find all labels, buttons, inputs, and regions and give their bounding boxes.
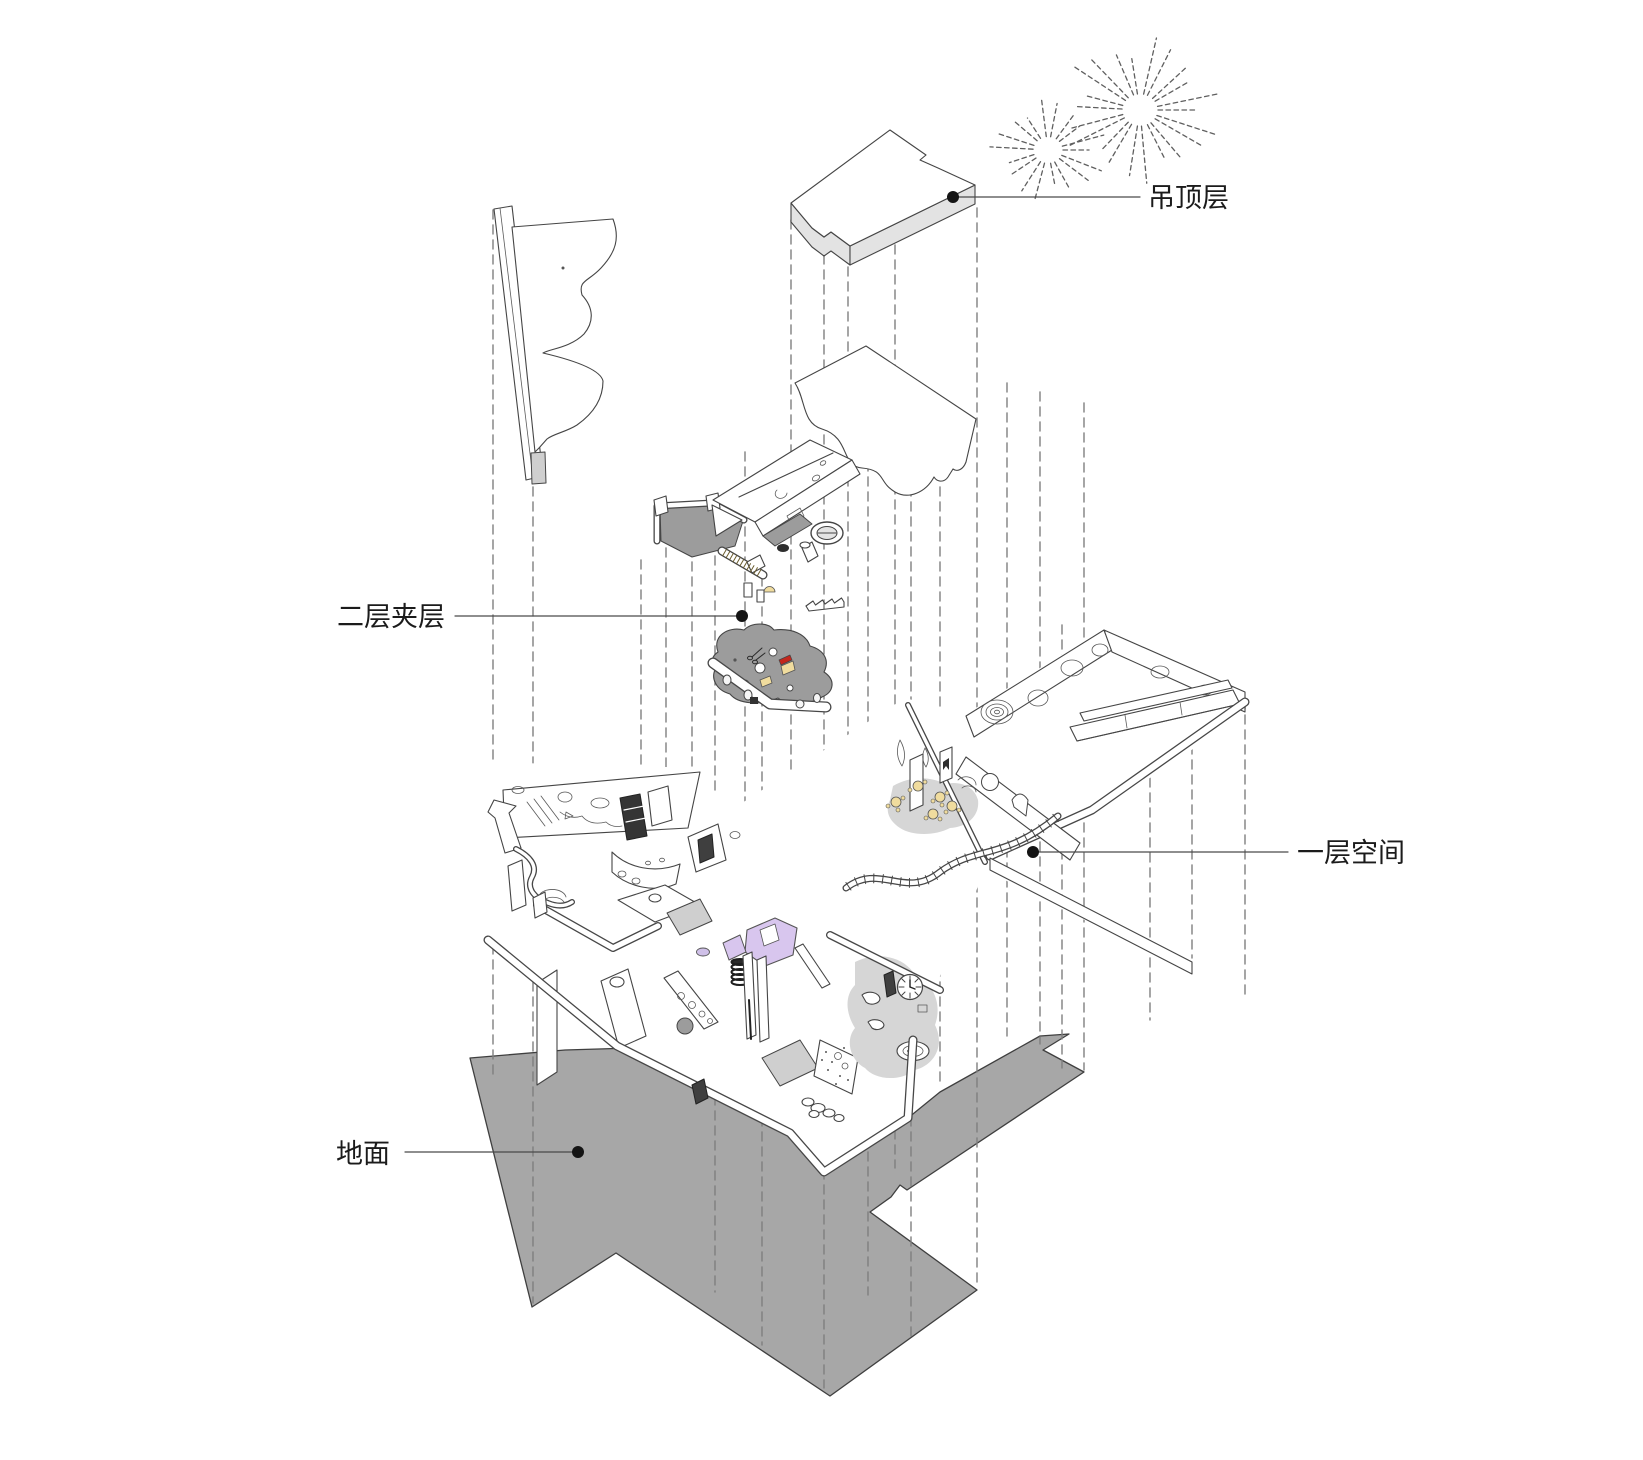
- bottom-center-rooms: [600, 968, 859, 1123]
- stairs: [805, 597, 845, 612]
- dark-shelf: [619, 793, 648, 841]
- door: [691, 1078, 709, 1105]
- amoeba-floor: [711, 623, 833, 705]
- tall-wall: [536, 969, 558, 1086]
- mezzanine-label: 二层夹层: [337, 602, 445, 632]
- mezzanine-drawing: [653, 345, 977, 713]
- wall-spur: [989, 857, 1193, 975]
- spiral-decor: [980, 643, 1109, 725]
- first-floor-drawing: [483, 628, 1250, 1177]
- cren-path-ticks: [845, 813, 1060, 891]
- ceiling-slab: [790, 129, 976, 266]
- left-wing: [487, 771, 741, 1086]
- table-set: [930, 790, 950, 808]
- lavender-pod: [696, 947, 710, 957]
- callout-ceiling: 吊顶层: [947, 183, 1229, 213]
- right-wing-cafe: [842, 629, 1250, 975]
- ground-label: 地面: [336, 1139, 390, 1169]
- dark-box: [750, 697, 758, 704]
- callout-first-floor: 一层空间: [1027, 838, 1405, 868]
- arrow-sculpture: [487, 799, 522, 854]
- leaf-decor: [897, 739, 977, 793]
- funnel-slide: [799, 541, 819, 563]
- ground-leader-dot: [572, 1146, 584, 1158]
- mezzanine-canopy: [794, 345, 977, 496]
- curved-counter: [611, 851, 681, 889]
- lower-left-parapet: [534, 902, 661, 951]
- door: [697, 833, 715, 864]
- callouts: 吊顶层 二层夹层 一层空间 地面: [336, 183, 1405, 1169]
- porthole-parapet: [708, 658, 831, 712]
- mezzanine-leader-dot: [736, 610, 748, 622]
- first-floor-footprint: [486, 628, 1245, 1173]
- fireworks-decoration: [989, 37, 1221, 202]
- clock-icon: [896, 973, 924, 1001]
- table-set: [943, 800, 962, 815]
- tall-pillar: [742, 951, 757, 1040]
- door: [883, 970, 897, 998]
- confetti-wall: [813, 1039, 859, 1095]
- bench: [1069, 679, 1241, 742]
- first-floor-label: 一层空间: [1297, 838, 1405, 868]
- first-floor-leader-dot: [1027, 846, 1039, 858]
- callout-ground: 地面: [336, 1139, 584, 1169]
- terrace-triangle-plate: [711, 504, 743, 537]
- ceiling-leader-dot: [947, 191, 959, 203]
- hole-wall: [663, 970, 719, 1030]
- central-zone: [696, 917, 831, 1043]
- dark-pod: [777, 544, 789, 552]
- pebble-seats: [801, 1097, 845, 1123]
- gray-ramp-plate: [666, 898, 713, 936]
- gray-disc: [676, 1017, 694, 1035]
- yellow-box: [759, 675, 773, 688]
- scissors-icon: [747, 647, 766, 665]
- ceiling-top-face: [790, 129, 976, 247]
- table-set: [907, 779, 928, 793]
- red-bench: [778, 654, 793, 666]
- wavy-facade-panel: [493, 205, 617, 485]
- bridge-path-ticks: [722, 548, 762, 577]
- s-slide-wall: [514, 847, 574, 908]
- arrow-decal: [943, 758, 949, 770]
- yellow-box: [780, 660, 796, 676]
- ceiling-label: 吊顶层: [1148, 183, 1229, 213]
- panel-foot: [530, 451, 547, 485]
- callout-mezzanine: 二层夹层: [337, 602, 748, 632]
- wavy-panel-face: [511, 218, 617, 453]
- tall-pillar: [756, 955, 770, 1043]
- table-set: [885, 795, 906, 813]
- roof-plate: [712, 439, 861, 547]
- confetti-dots: [821, 1047, 849, 1085]
- porthole-ring: [810, 521, 844, 545]
- yellow-half-disc: [763, 586, 776, 593]
- purple-structure-2: [722, 934, 747, 961]
- sw-parapet-wall: [484, 936, 917, 1176]
- crenellated-wall: [843, 813, 1061, 891]
- table-set: [923, 808, 943, 822]
- cafe-tables: [885, 779, 962, 822]
